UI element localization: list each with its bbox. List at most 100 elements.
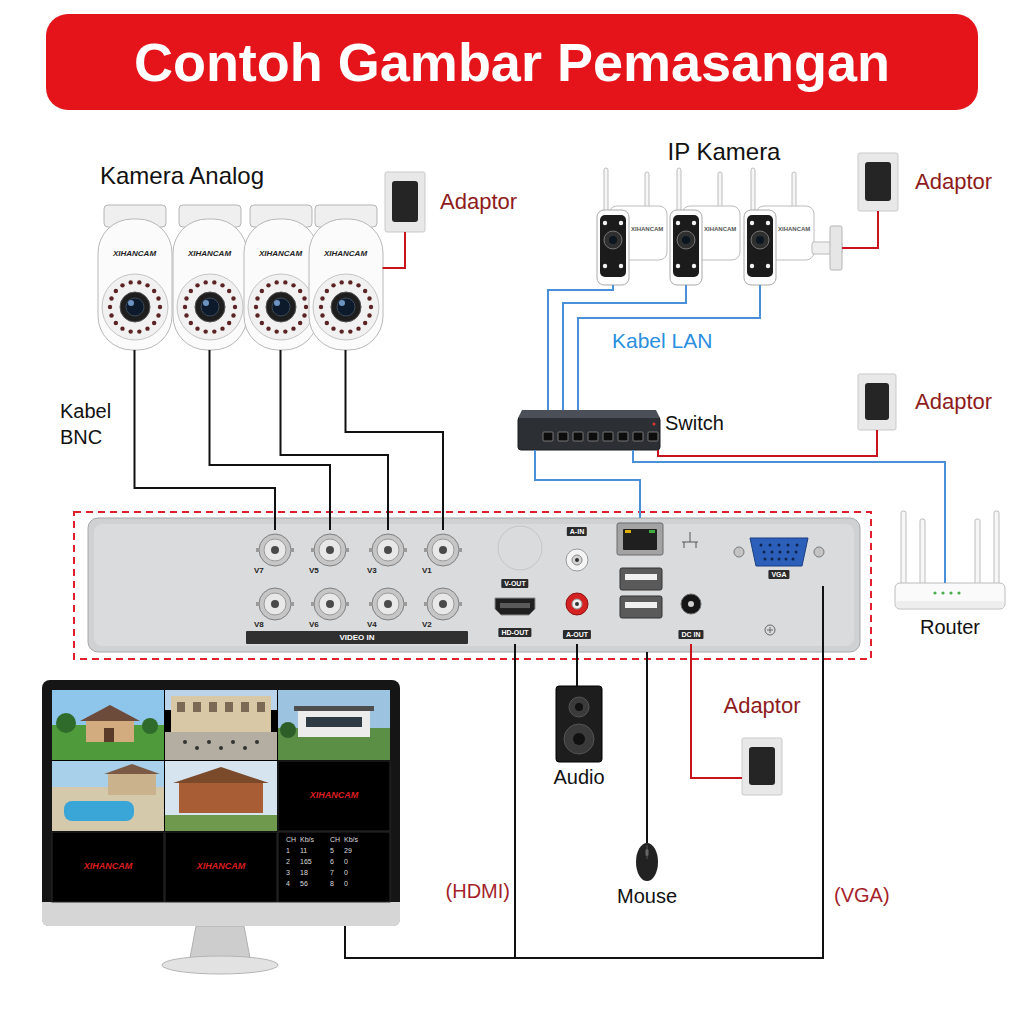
dome-art [98,205,172,350]
woofer-cap [573,733,585,745]
ir-led [339,280,343,284]
ir-led [259,321,263,325]
lan-port [617,523,663,555]
ground-symbol [767,627,773,633]
bnc-pin [271,546,279,554]
lens-ring [266,292,296,322]
shape [104,728,114,742]
led [766,264,770,268]
bnc-face [377,539,399,561]
table-cell: 2 [286,858,290,866]
antenna [975,519,980,585]
cable-label: Kabel BNC [60,398,132,450]
bnc-nub [290,548,294,552]
led [933,591,936,594]
bnc-pin [271,600,279,608]
speaker-art [556,686,602,762]
shape [225,702,233,712]
ir-led [109,296,113,300]
led [603,264,607,268]
mount-plate [830,226,842,270]
ir-led [184,313,188,317]
bnc-ring [314,588,346,620]
pin [796,544,799,547]
lens-ring [677,231,695,249]
lens-glint [203,300,209,306]
antenna [994,511,999,585]
pin [779,551,782,554]
node-label: A-OUT [563,630,591,639]
bnc-ring [427,534,459,566]
dome-art [173,205,247,350]
video-tile [278,761,390,831]
speaker: Audio [556,686,602,762]
node-label: VIDEO IN [339,633,374,642]
bnc-face [264,539,286,561]
ir-led [348,280,352,284]
ir-led [220,326,224,330]
bnc-face [377,593,399,615]
ir-led [128,329,132,333]
table-cell: Kb/s [344,836,358,844]
node-label: Audio [553,766,604,789]
ir-led [368,305,372,309]
router-art [895,583,1005,609]
analog-camera: XIHANCAM [173,205,247,350]
lan-socket [623,529,657,550]
power-adaptor: Adaptor [742,738,782,795]
ir-led [266,326,270,330]
ir-led [362,289,366,293]
router: Router [895,583,1005,609]
rca-ring [572,599,582,609]
dvr-panel [88,518,860,652]
tweeter [569,697,589,717]
table-cell: Kb/s [300,836,314,844]
ir-led [113,321,117,325]
shape [171,696,271,732]
power-adaptor: Adaptor [385,172,425,232]
shape [294,706,374,711]
hdmi-socket [495,598,535,615]
lens [337,298,355,316]
bnc-ring [314,534,346,566]
ir-led [195,283,199,287]
lens-ring [751,231,769,249]
camera-dome [309,219,383,350]
mouse: Mouse [636,843,658,881]
shape [108,773,156,795]
bnc-port: V1 [420,530,466,578]
adaptor-art [742,738,782,795]
ir-led [203,280,207,284]
shape [243,746,247,750]
shape [195,746,199,750]
mouse-body [636,843,658,881]
ir-led [151,321,155,325]
ir-led [231,313,235,317]
bnc-ring [259,534,291,566]
analog-camera: XIHANCAM [98,205,172,350]
node-label: DC IN [678,630,703,639]
video-tile [278,832,390,902]
router-body [895,583,1005,609]
adaptor-face [392,181,418,222]
node-label: XIHANCAM [113,249,156,258]
vga-cable [345,586,823,958]
bnc-pin [384,600,392,608]
lens-glint [339,300,345,306]
shape [86,720,134,742]
network-symbol [682,532,698,548]
camera-glass [673,215,699,277]
lan-cable [578,285,760,410]
monitor: XIHANCAMXIHANCAMXIHANCAM [42,680,400,926]
network-switch: Switch [518,410,660,450]
mouse-split [647,845,648,859]
ir-led [339,329,343,333]
led [766,221,770,225]
antenna [901,511,906,585]
led [750,221,754,225]
bnc-ring [372,534,404,566]
ir-led [226,321,230,325]
lens-glint [128,300,134,306]
node-label: A-IN [567,527,587,536]
